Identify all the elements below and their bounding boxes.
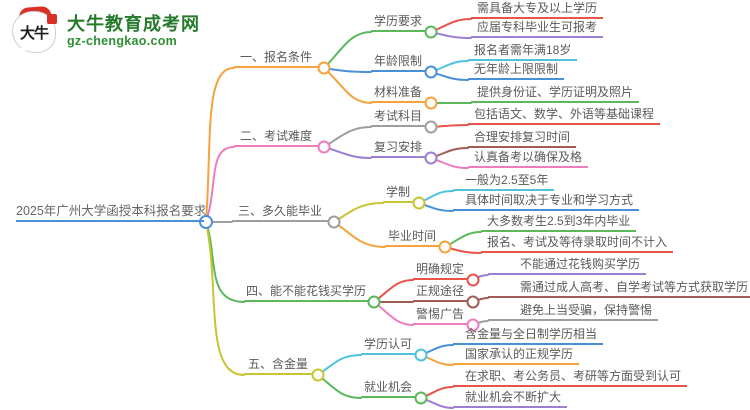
connector-line: [205, 146, 235, 223]
node-circle[interactable]: [424, 151, 438, 165]
connector-line: [323, 146, 372, 159]
leaf-fresh-graduates-eligible[interactable]: 应届专科毕业生可报考: [471, 20, 604, 38]
leaf-college-degree-required[interactable]: 需具备大专及以上学历: [471, 1, 604, 19]
subnode-exam-subjects[interactable]: 考试科目: [371, 109, 425, 127]
connector-line: [323, 67, 372, 73]
subnode-schooling-length[interactable]: 学制: [383, 185, 413, 203]
leaf-state-recognized[interactable]: 国家承认的正规学历: [453, 347, 580, 365]
leaf-2-5-to-5-years[interactable]: 一般为2.5至5年: [453, 173, 555, 191]
leaf-expanding-opportunities[interactable]: 就业机会不断扩大: [453, 390, 568, 408]
subnode-graduation-date[interactable]: 毕业时间: [385, 229, 439, 247]
leaf-id-documents[interactable]: 提供身份证、学历证明及照片: [471, 85, 640, 103]
leaf-depends-on-major[interactable]: 具体时间取决于专业和学习方式: [453, 193, 640, 211]
subnode-clear-rules[interactable]: 明确规定: [413, 262, 467, 280]
connector-line: [323, 67, 372, 104]
connector-line: [323, 126, 372, 148]
branch-exam-difficulty[interactable]: 二、考试难度: [234, 129, 318, 147]
branch-graduation-time[interactable]: 三、多久能毕业: [232, 204, 328, 222]
leaf-arrange-review-time[interactable]: 合理安排复习时间: [468, 130, 577, 148]
branch-registration-conditions[interactable]: 一、报名条件: [234, 50, 318, 68]
node-circle[interactable]: [367, 295, 381, 309]
subnode-education-requirement[interactable]: 学历要求: [371, 14, 425, 32]
node-circle[interactable]: [311, 368, 325, 382]
node-circle[interactable]: [424, 25, 438, 39]
subnode-materials[interactable]: 材料准备: [371, 85, 425, 103]
subnode-age-limit[interactable]: 年龄限制: [371, 54, 425, 72]
leaf-recognized-in-jobs[interactable]: 在求职、考公务员、考研等方面受到认可: [453, 369, 688, 387]
leaf-cannot-buy-degree[interactable]: 不能通过花钱购买学历: [488, 257, 647, 275]
branch-buy-diploma[interactable]: 四、能不能花钱买学历: [244, 284, 368, 302]
connector-line: [317, 354, 362, 376]
connector-line: [333, 202, 384, 223]
connector-line: [333, 221, 386, 248]
branch-value[interactable]: 五、含金量: [244, 357, 312, 375]
leaf-most-graduate-in-3-years[interactable]: 大多数考生2.5到3年内毕业: [481, 214, 637, 232]
subnode-review-plan[interactable]: 复习安排: [371, 140, 425, 158]
node-circle[interactable]: [424, 120, 438, 134]
node-circle[interactable]: [438, 240, 452, 254]
subnode-job-opportunities[interactable]: 就业机会: [361, 380, 415, 398]
leaf-no-upper-age-limit[interactable]: 无年龄上限限制: [468, 62, 565, 80]
connector-line: [373, 301, 414, 326]
logo-subtitle: gz-chengkao.com: [67, 34, 178, 48]
leaf-waiting-time-excluded[interactable]: 报名、考试及等待录取时间不计入: [481, 235, 674, 253]
subnode-beware-ads[interactable]: 警惕广告: [413, 307, 467, 325]
connector-line: [323, 31, 372, 69]
leaf-age-18-required[interactable]: 报名者需年满18岁: [468, 43, 578, 61]
node-circle[interactable]: [199, 215, 213, 229]
node-circle[interactable]: [424, 65, 438, 79]
logo-text-block: 大牛教育成考网 gz-chengkao.com: [67, 14, 200, 48]
node-circle[interactable]: [317, 140, 331, 154]
node-circle[interactable]: [317, 61, 331, 75]
connector-line: [317, 374, 362, 399]
node-circle[interactable]: [412, 196, 426, 210]
logo-title: 大牛教育成考网: [67, 14, 200, 34]
node-circle[interactable]: [424, 96, 438, 110]
subnode-formal-channels[interactable]: 正规途径: [413, 284, 467, 302]
connector-line: [373, 279, 414, 303]
node-circle[interactable]: [414, 391, 428, 405]
logo-bubble-text: 大牛: [19, 24, 49, 42]
node-circle[interactable]: [466, 295, 480, 309]
leaf-avoid-scams[interactable]: 避免上当受骗，保持警惕: [488, 303, 659, 321]
leaf-basic-subjects[interactable]: 包括语文、数学、外语等基础课程: [468, 107, 661, 125]
node-circle[interactable]: [466, 273, 480, 287]
connector-line: [205, 221, 245, 376]
daniu-bubble-icon: 大牛: [12, 5, 58, 58]
logo-seal-shape: [47, 14, 57, 24]
connector-line: [205, 221, 245, 303]
node-circle[interactable]: [327, 215, 341, 229]
leaf-equal-to-fulltime[interactable]: 含金量与全日制学历相当: [453, 327, 604, 345]
node-circle[interactable]: [466, 318, 480, 332]
node-circle[interactable]: [414, 348, 428, 362]
connector-line: [205, 67, 235, 223]
leaf-prepare-to-pass[interactable]: 认真备考以确保及格: [468, 150, 589, 168]
subnode-degree-recognition[interactable]: 学历认可: [361, 337, 415, 355]
central-topic-node[interactable]: 2025年广州大学函授本科报名要求: [16, 204, 206, 222]
site-logo[interactable]: 大牛 大牛教育成考网 gz-chengkao.com: [12, 5, 200, 58]
leaf-formal-exams-required[interactable]: 需通过成人高考、自学考试等方式获取学历: [488, 280, 750, 298]
